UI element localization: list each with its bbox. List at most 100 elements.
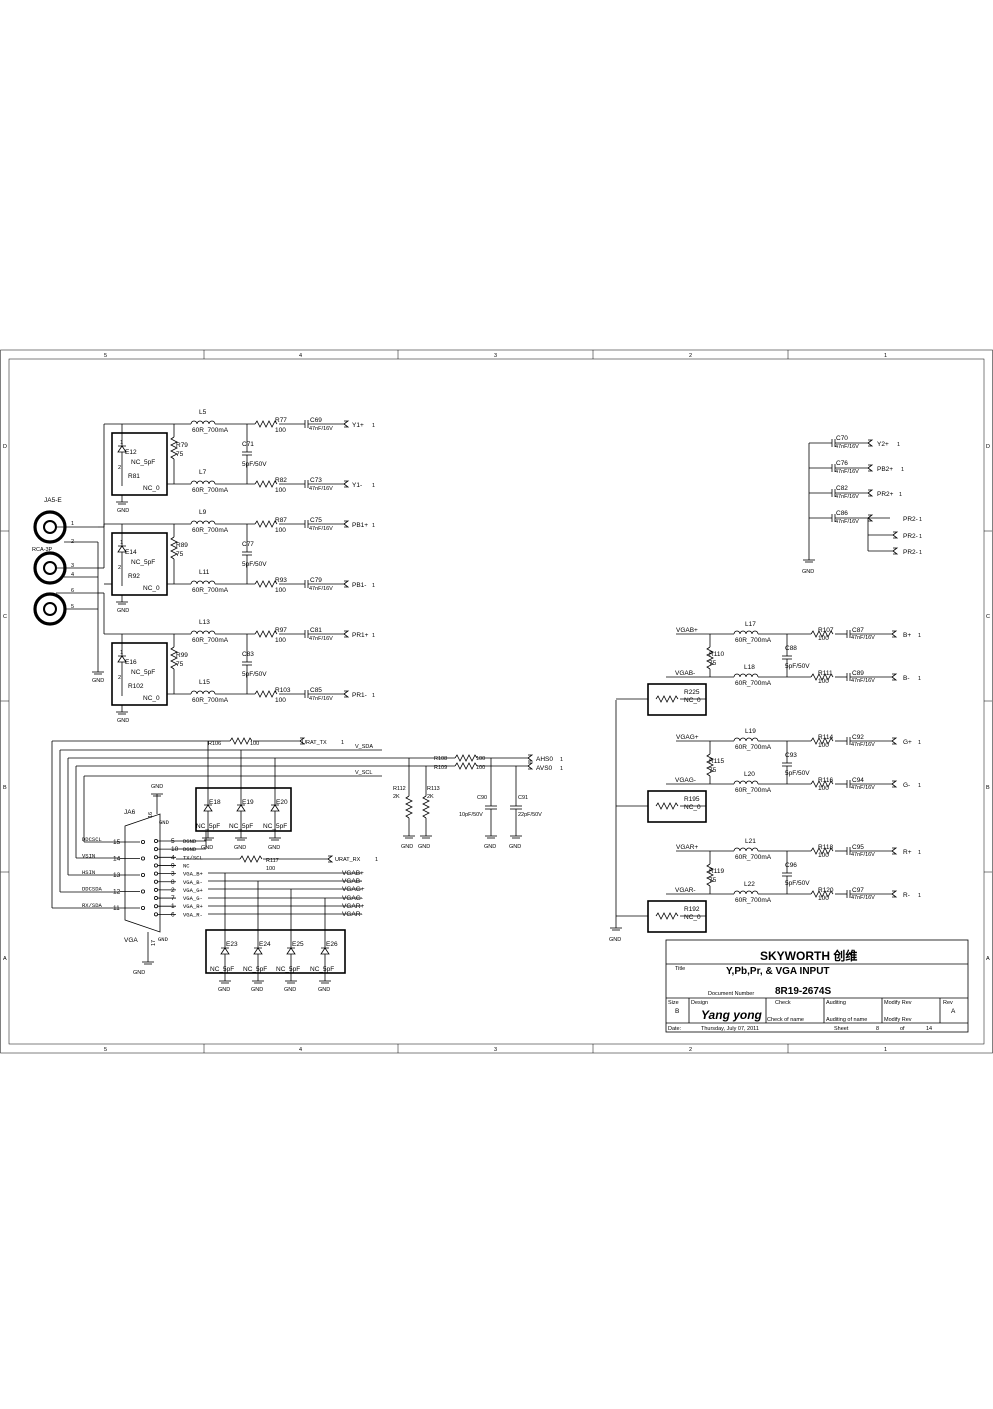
value-label: 60R_700mA [735,680,772,687]
value-label: NC_0 [143,585,160,592]
ref-label: L21 [745,838,756,845]
col-label: 5 [104,1047,107,1053]
value-label: 75 [709,877,717,884]
ref-label: C97 [852,887,864,894]
pin-number: 1 [919,517,922,523]
value-label: 100 [818,852,829,859]
resistor-symbol [810,737,834,745]
value-label: 75 [709,767,717,774]
auditing-label: Auditing [826,1000,846,1006]
ref-label: C69 [310,417,322,424]
pin-number: 2 [118,675,121,681]
value-label: NC_5pF [210,966,234,973]
net-label: V_SCL [355,770,372,776]
resistor-symbol [170,536,178,560]
col-label: 2 [689,1047,692,1053]
ref-label: L5 [199,409,207,416]
ref-label: R108 [434,756,447,762]
check-value: Check of name [767,1017,804,1023]
value-label: 47nF/16V [851,678,875,684]
value-label: 60R_700mA [192,527,229,534]
vga-net: VGAB- [208,878,362,885]
value-label: 100 [476,765,485,771]
pin-number: 1 [918,783,921,789]
row-label: D [986,444,990,450]
resistor-symbol [254,690,278,698]
ref-label: E12 [125,449,137,456]
value-label: NC_0 [684,914,701,921]
ref-label: R113 [427,786,440,792]
ref-label: L19 [745,728,756,735]
connector-type: RCA-3P [32,547,53,553]
ref-label: R109 [434,765,447,771]
inductor-symbol [190,520,216,525]
col-label: 2 [689,353,692,359]
net-arrow [891,780,898,788]
value-label: 10pF/50V [459,812,483,818]
signal-label: VGA_G- [183,895,203,902]
resistor-symbol [655,695,679,703]
value-label: 100 [275,487,286,494]
value-label: 75 [176,551,184,558]
net-arrow [891,847,898,855]
ref-label: L15 [199,679,210,686]
pin-number: 3 [71,563,74,569]
resistor-symbol [706,863,714,887]
net-label: VGAG- [675,777,696,784]
pin-number: 1 [372,583,375,589]
ref-label: C91 [518,795,528,801]
net-label: VGAR+ [676,844,698,851]
value-label: 75 [176,661,184,668]
value-label: 5pF/50V [242,561,267,568]
value-label: 100 [275,587,286,594]
value-label: 60R_700mA [192,487,229,494]
pin-number: 1 [341,740,344,746]
net-label: VGAB- [342,878,362,885]
vga-filters: GNDR225NC_0VGAB+VGAB-R11075L1760R_700mAL… [609,621,921,943]
signal-label: VGA_R+ [183,903,203,910]
gnd-label: GND [251,987,263,993]
ref-label: R106 [208,741,221,747]
value-label: 5pF/50V [785,770,810,777]
ref-label: C76 [836,460,848,467]
row-label: D [3,444,7,450]
pin-number: 1 [560,766,563,772]
inductor-symbol [733,673,759,678]
ref-label: R195 [684,796,700,803]
value-label: 47nF/16V [835,494,859,500]
value-label: 47nF/16V [309,636,333,642]
sheet-number: 8 [876,1026,879,1032]
rev-label: Rev [943,1000,953,1006]
pin-number: 6 [171,911,175,918]
ref-label: R112 [393,786,406,792]
signal-label: VGA_B- [183,879,203,886]
ref-label: C87 [852,627,864,634]
pin-number: 1 [372,483,375,489]
inductor-symbol [733,890,759,895]
shield-label: GND [159,819,170,826]
diode-symbol [253,947,263,955]
inductor-symbol [190,580,216,585]
net-arrow [891,673,898,681]
pin-number: 1 [918,676,921,682]
gnd-label: GND [234,845,246,851]
resistor-symbol [655,912,679,920]
ref-label: C85 [310,687,322,694]
value-label: 5pF/50V [242,671,267,678]
pin-number: 6 [71,588,74,594]
pin-number: 1 [372,423,375,429]
net-arrow [891,890,898,898]
ref-label: E26 [326,941,338,948]
value-label: 47nF/16V [851,742,875,748]
